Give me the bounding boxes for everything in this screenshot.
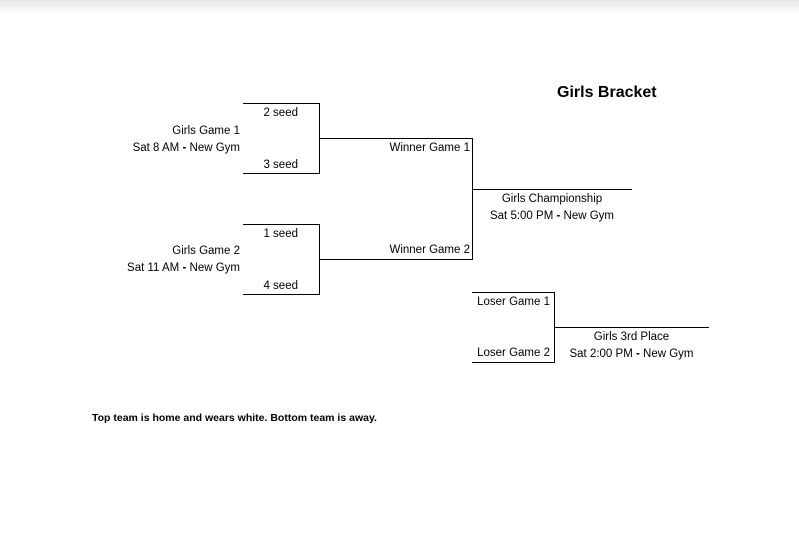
third-place-line	[554, 327, 709, 328]
game1-bottom-seed: 3 seed	[263, 159, 298, 171]
game2-top-line	[243, 224, 320, 225]
game2-bottom-line	[243, 294, 320, 295]
game2-separator: -	[182, 262, 187, 274]
game2-schedule: Sat 11 AM - New Gym	[127, 261, 240, 275]
third-place-bottom-line	[472, 362, 555, 363]
game2-top-seed: 1 seed	[263, 228, 298, 240]
game1-time: Sat 8 AM	[132, 142, 180, 154]
footer-note: Top team is home and wears white. Bottom…	[92, 412, 377, 424]
third-place-top-line	[472, 292, 555, 293]
game1-bottom-line	[243, 173, 320, 174]
game1-separator: -	[182, 142, 187, 154]
game2-winner-line	[319, 259, 472, 260]
page-top-shadow	[0, 0, 799, 14]
game1-top-seed: 2 seed	[263, 107, 298, 119]
game2-name: Girls Game 2	[172, 245, 240, 257]
game1-schedule: Sat 8 AM - New Gym	[133, 141, 240, 155]
third-place-venue: New Gym	[643, 348, 694, 360]
third-place-schedule: Sat 2:00 PM - New Gym	[554, 347, 709, 361]
championship-top-team: Winner Game 1	[389, 142, 470, 154]
championship-venue: New Gym	[563, 210, 615, 222]
bracket-title: Girls Bracket	[557, 84, 657, 101]
third-place-top-team: Loser Game 1	[477, 296, 550, 308]
championship-time: Sat 5:00 PM	[489, 210, 554, 222]
championship-separator: -	[556, 210, 561, 222]
game1-venue: New Gym	[189, 142, 240, 154]
game2-time: Sat 11 AM	[127, 262, 180, 274]
championship-bottom-team: Winner Game 2	[389, 244, 470, 256]
third-place-bottom-team: Loser Game 2	[477, 347, 550, 359]
game2-venue: New Gym	[189, 262, 240, 274]
third-place-time: Sat 2:00 PM	[569, 348, 633, 360]
third-place-separator: -	[635, 348, 640, 360]
game1-winner-line	[319, 138, 472, 139]
championship-connector	[472, 138, 473, 260]
championship-line	[472, 189, 632, 190]
championship-schedule: Sat 5:00 PM - New Gym	[472, 209, 632, 223]
third-place-name: Girls 3rd Place	[593, 331, 670, 343]
championship-name: Girls Championship	[501, 193, 603, 205]
game2-bottom-seed: 4 seed	[263, 280, 298, 292]
game1-top-line	[243, 103, 320, 104]
game1-name: Girls Game 1	[172, 125, 240, 137]
